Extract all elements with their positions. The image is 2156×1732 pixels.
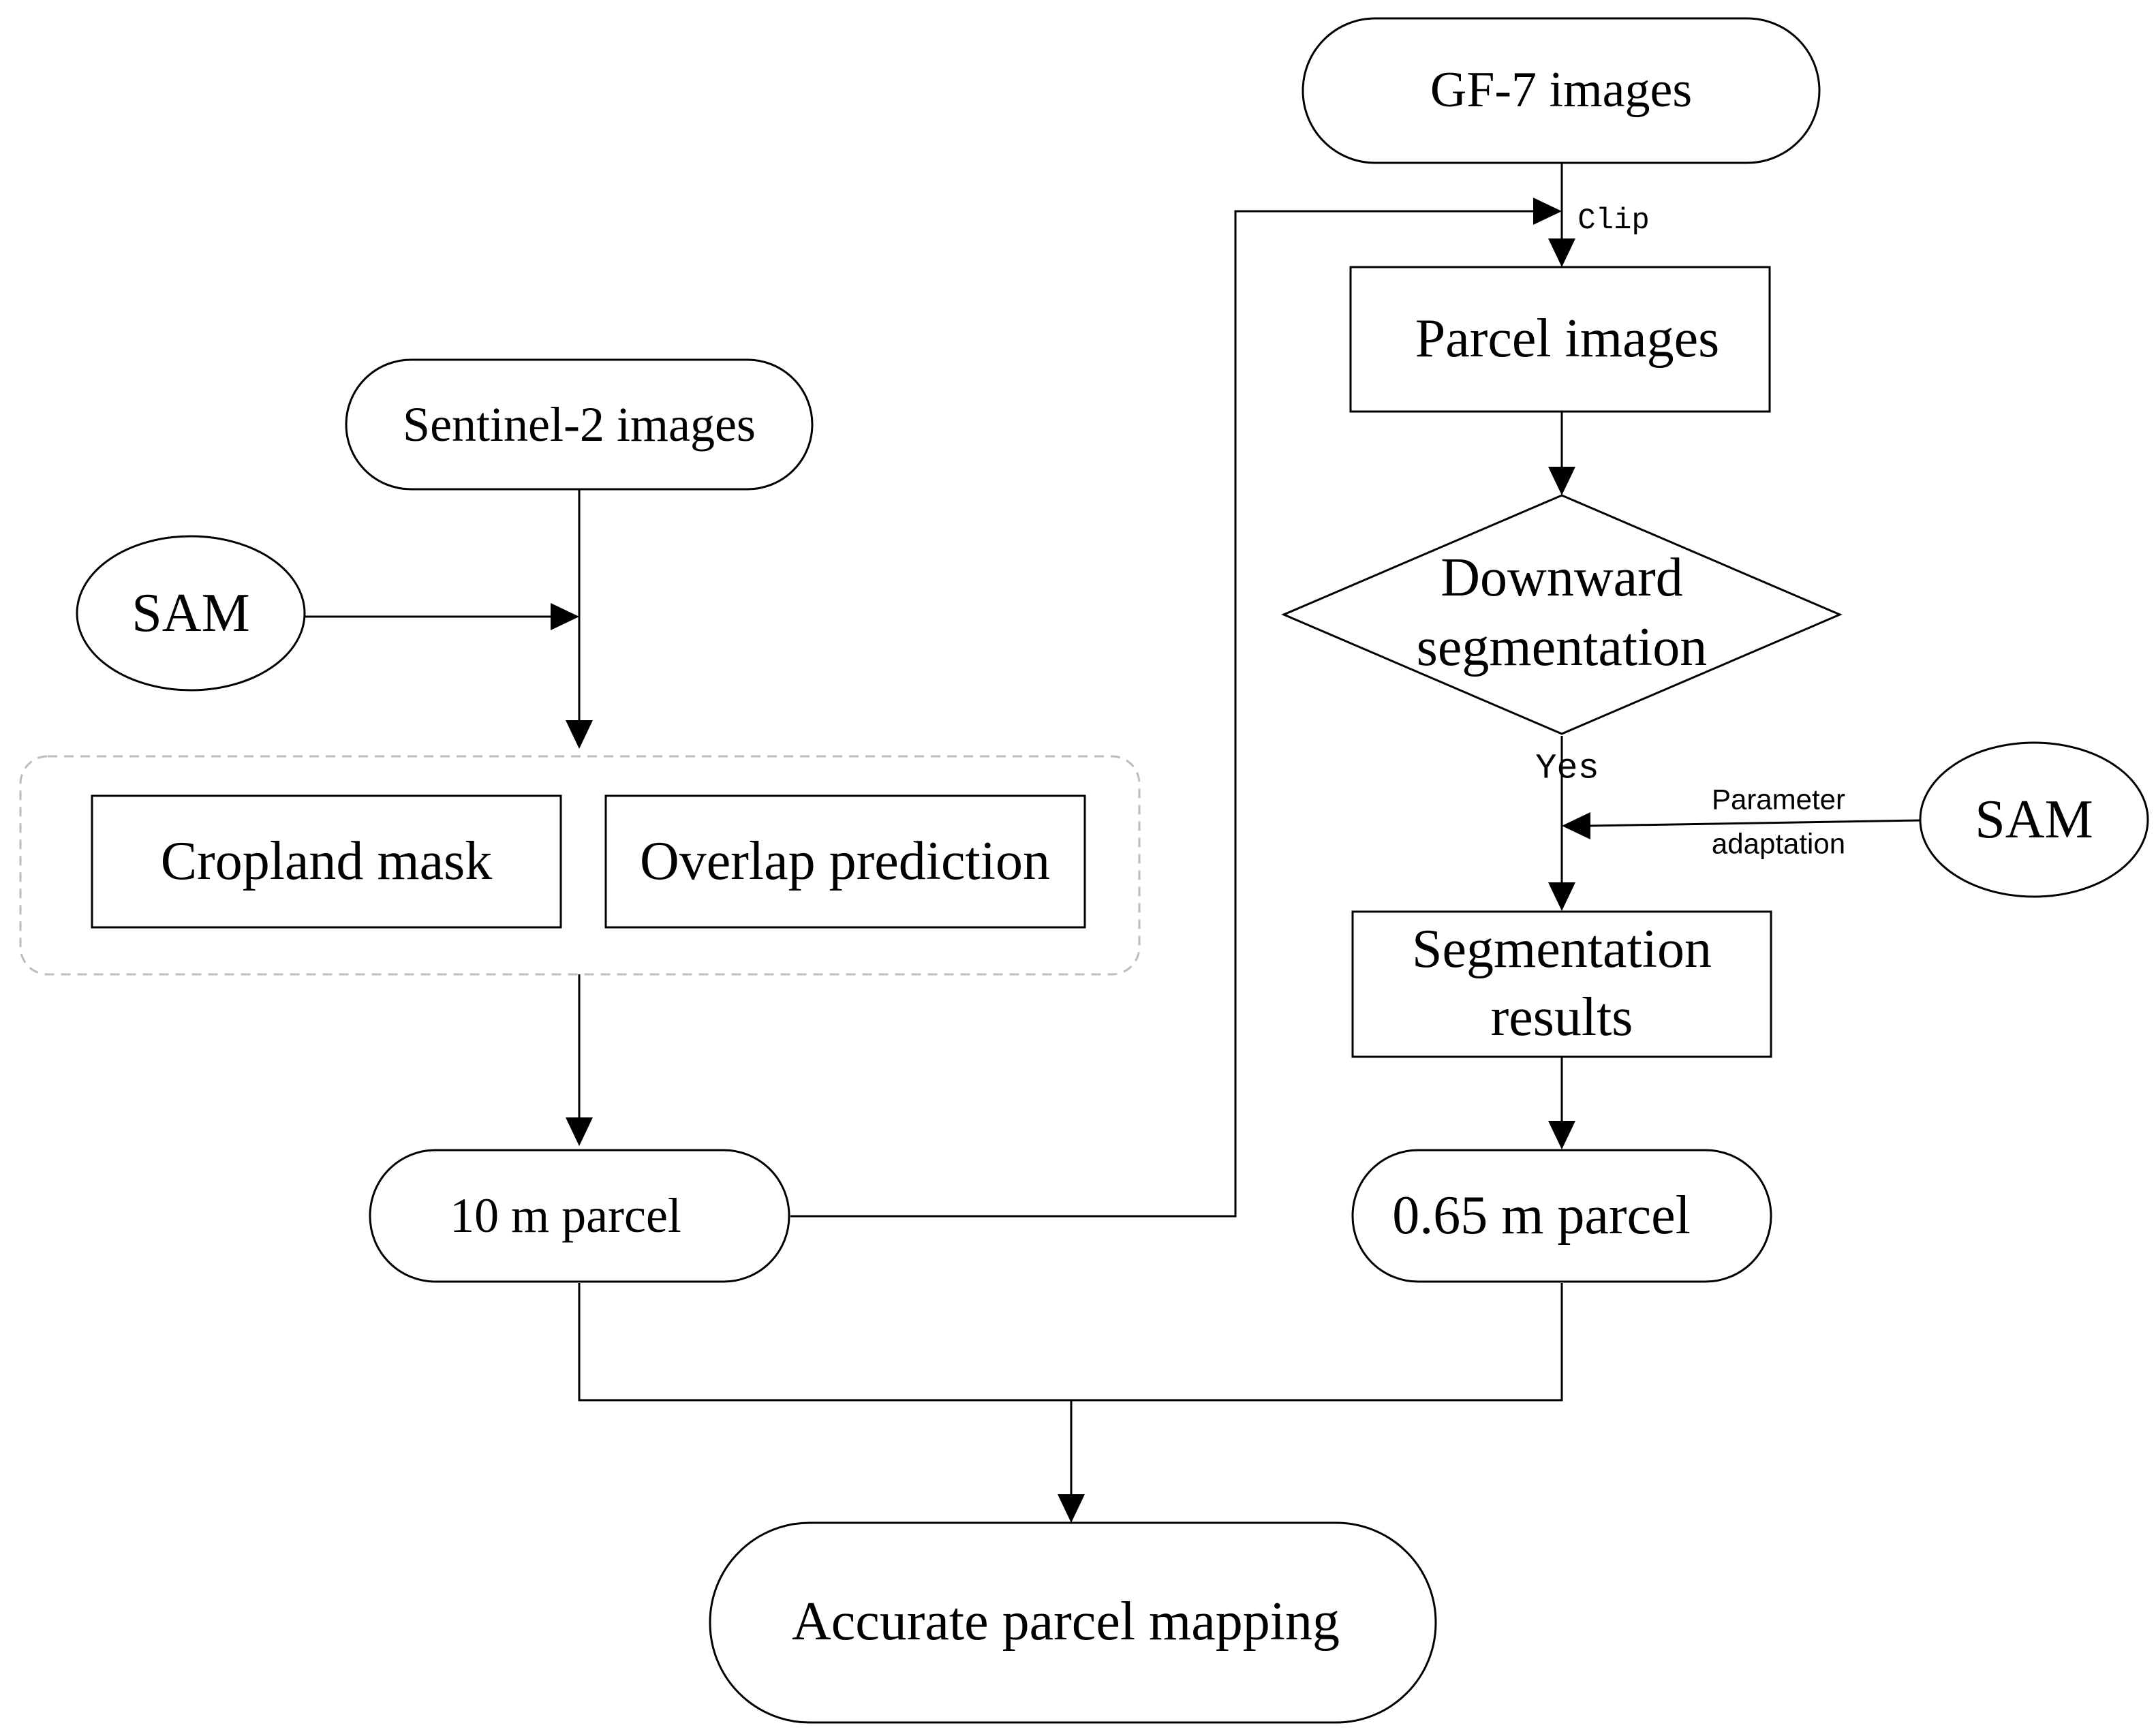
arrowhead-segmentation-results (1548, 882, 1575, 911)
arrowhead-10m (566, 1117, 593, 1146)
segmentation-results-line1: Segmentation (1412, 919, 1712, 979)
sam-right-node (1919, 741, 2149, 898)
edge-10m-to-clip (790, 210, 1533, 1218)
overlap-prediction-node (604, 794, 1086, 929)
sam-left-node (76, 535, 306, 692)
segmentation-results-node (1351, 910, 1772, 1058)
parcel-images-label: Parcel images (1415, 309, 1719, 369)
overlap-prediction-label: Overlap prediction (640, 831, 1050, 891)
prediction-group-box (19, 755, 1141, 976)
sam-right-label: SAM (1975, 790, 2093, 850)
parcel-images-node (1349, 266, 1771, 413)
sam-left-label: SAM (132, 583, 249, 643)
parcel-065m-label: 0.65 m parcel (1392, 1186, 1691, 1246)
sentinel2-images-node (345, 358, 814, 491)
segmentation-results-line2: results (1491, 987, 1633, 1047)
arrowhead-parameter-adaptation (1562, 812, 1590, 839)
arrowhead-group (566, 720, 593, 749)
yes-edge-label: Yes (1535, 749, 1599, 789)
arrowhead-decision (1548, 467, 1575, 495)
parameter-adaptation-line1: Parameter (1712, 784, 1845, 816)
parcel-065m-node (1351, 1149, 1772, 1283)
arrowhead-clip (1533, 198, 1562, 225)
edge-10m-to-merge (578, 1283, 1563, 1402)
decision-label-line2: segmentation (1417, 617, 1708, 677)
cropland-mask-node (91, 794, 562, 929)
arrowhead-065m (1548, 1121, 1575, 1149)
arrowhead-mapping (1058, 1494, 1085, 1523)
parcel-10m-label: 10 m parcel (450, 1188, 681, 1243)
parameter-adaptation-line2: adaptation (1712, 828, 1845, 860)
decision-label-line1: Downward (1441, 548, 1682, 608)
clip-edge-label: Clip (1577, 204, 1650, 238)
accurate-parcel-mapping-node (709, 1521, 1437, 1724)
gf7-images-label: GF-7 images (1430, 62, 1692, 118)
cropland-mask-label: Cropland mask (161, 831, 493, 891)
gf7-images-node (1302, 17, 1821, 164)
arrowhead-sam-left (551, 603, 579, 630)
accurate-parcel-mapping-label: Accurate parcel mapping (792, 1592, 1340, 1652)
arrowhead-parcel-images (1548, 238, 1575, 267)
parcel-10m-node (369, 1149, 790, 1283)
edge-sam-right-to-flow (1590, 819, 1922, 827)
downward-segmentation-decision (1281, 494, 1843, 735)
sentinel2-images-label: Sentinel-2 images (403, 397, 756, 452)
